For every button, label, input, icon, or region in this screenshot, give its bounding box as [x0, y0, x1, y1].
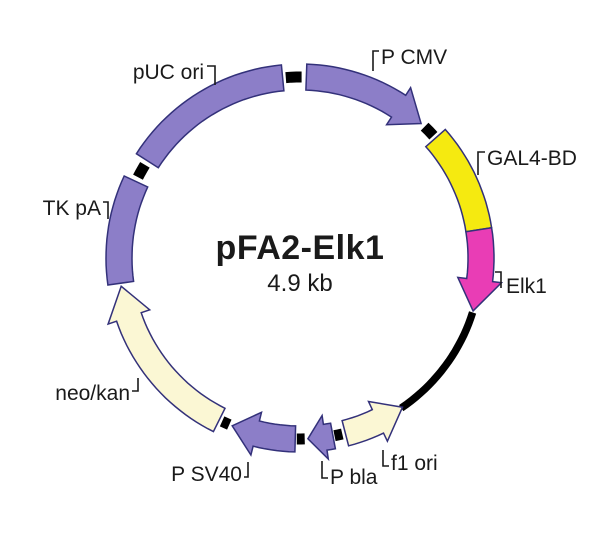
leader-p-cmv: [372, 50, 379, 71]
feature-label-tk-pa: TK pA: [43, 197, 101, 220]
feature-label-puc-ori: pUC ori: [133, 61, 204, 84]
leader-f1-ori: [382, 450, 389, 467]
leader-p-sv40: [244, 462, 249, 478]
connector-5-segment: [133, 162, 150, 180]
feature-gal4-bd: [424, 128, 493, 233]
feature-label-gal4-bd: GAL4-BD: [487, 147, 577, 170]
plasmid-center-text: pFA2-Elk1 4.9 kb: [215, 229, 385, 298]
feature-label-elk1: Elk1: [506, 275, 547, 298]
connector-2-segment: [333, 428, 344, 442]
feature-p-bla: [306, 413, 337, 462]
feature-p-cmv: [305, 63, 423, 126]
plasmid-name: pFA2-Elk1: [215, 229, 385, 267]
feature-neo-kan: [106, 285, 226, 433]
feature-label-neo-kan: neo/kan: [55, 382, 130, 405]
connector-4-segment: [219, 416, 232, 430]
connector-top-segment: [285, 71, 302, 84]
leader-p-bla: [321, 461, 328, 479]
feature-f1-ori: [341, 400, 404, 447]
feature-tk-pa: [105, 174, 149, 286]
feature-label-p-bla: P bla: [330, 466, 378, 489]
leader-puc-ori: [207, 65, 216, 85]
feature-label-p-sv40: P SV40: [171, 463, 242, 486]
leader-tk-pa: [103, 201, 109, 219]
feature-p-sv40: [231, 410, 297, 457]
connector-1-segment: [420, 122, 438, 140]
feature-puc-ori: [135, 64, 285, 169]
backbone-arc-segment: [399, 311, 477, 412]
leader-neo-kan: [132, 378, 139, 392]
feature-label-f1-ori: f1 ori: [391, 452, 438, 475]
feature-elk1: [456, 226, 504, 313]
leader-elk1: [495, 271, 502, 288]
leader-gal4-bd: [477, 151, 485, 175]
plasmid-size: 4.9 kb: [267, 269, 333, 297]
feature-label-p-cmv: P CMV: [381, 46, 447, 69]
